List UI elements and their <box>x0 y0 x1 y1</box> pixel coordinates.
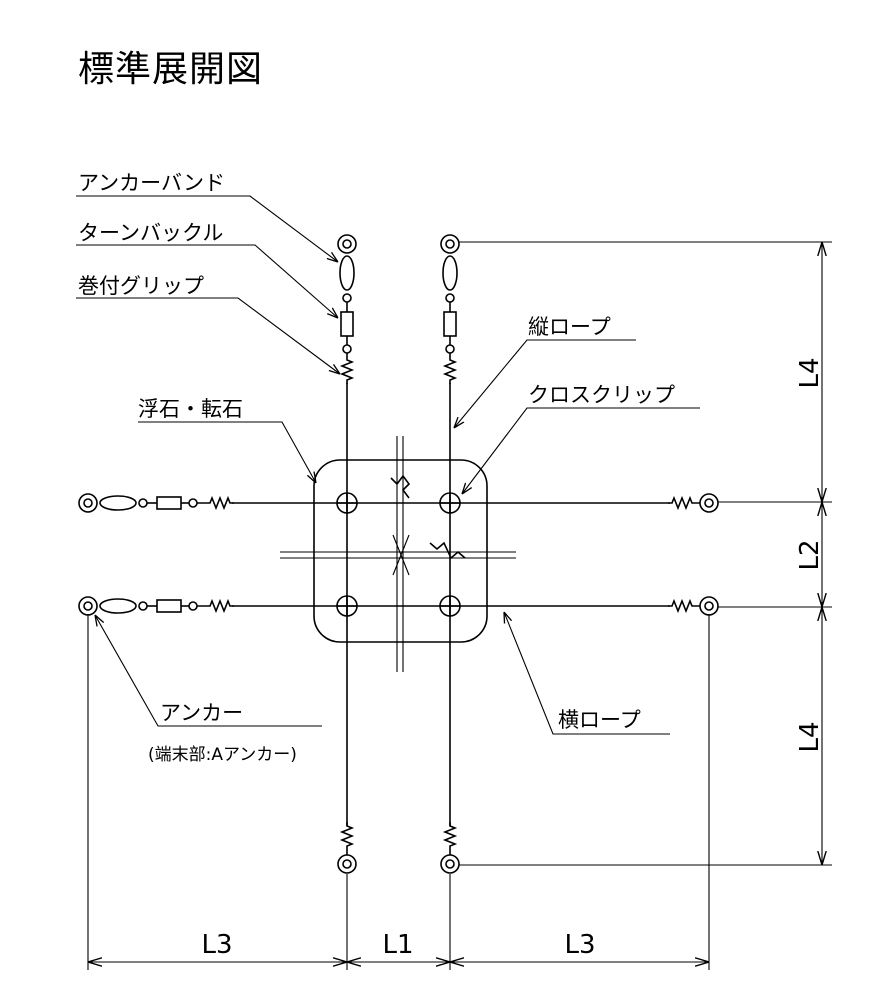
dimension-l4-bottom: L4 <box>795 721 825 752</box>
cross-clip-icon <box>439 492 461 514</box>
bottom-left-anchor-assembly <box>337 822 357 874</box>
extension-lines <box>87 241 832 970</box>
anchor-label: アンカー <box>160 701 243 725</box>
vertical-rope-label: 縦ロープ <box>528 315 611 339</box>
right-bottom-anchor-assembly <box>668 596 719 616</box>
dimension-l3-right: L3 <box>564 930 595 960</box>
bottom-right-anchor-assembly <box>440 822 460 874</box>
wrap-grip-label: 巻付グリップ <box>78 274 204 298</box>
dimension-lines <box>88 242 822 962</box>
dimension-l3-left: L3 <box>201 930 232 960</box>
cross-clip-icon <box>336 492 358 514</box>
dimension-l1: L1 <box>382 930 413 960</box>
leader-lines <box>76 195 700 735</box>
floating-stone-label: 浮石・転石 <box>138 397 243 421</box>
dimension-l2: L2 <box>795 539 825 570</box>
cross-clips <box>336 492 461 617</box>
center-lines <box>280 436 516 672</box>
turnbuckle-label: ターンバックル <box>78 221 223 245</box>
left-bottom-anchor-assembly <box>78 596 234 616</box>
cross-clip-icon <box>336 595 358 617</box>
right-top-anchor-assembly <box>668 493 719 513</box>
anchor-band-label: アンカーバンド <box>78 171 225 195</box>
dimension-l4-top: L4 <box>795 357 825 388</box>
cross-clip-icon <box>439 595 461 617</box>
top-right-anchor-assembly <box>440 234 460 384</box>
anchor-note-label: (端末部:Aアンカー) <box>148 745 297 765</box>
page-title: 標準展開図 <box>78 49 264 90</box>
top-left-anchor-assembly <box>337 234 357 384</box>
floating-stone-outline <box>313 459 488 643</box>
horizontal-rope-label: 横ロープ <box>558 708 641 732</box>
left-top-anchor-assembly <box>78 493 234 513</box>
cross-clip-label: クロスクリップ <box>528 383 675 407</box>
